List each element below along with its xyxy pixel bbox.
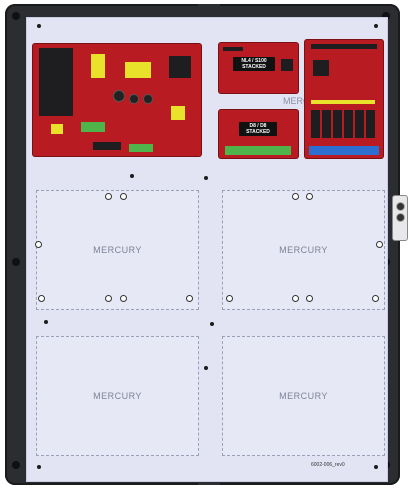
inductor [91,54,105,78]
standoff-hole-icon [292,295,299,302]
slot-label: MERCURY [279,391,328,401]
board-tag-line2: STACKED [242,64,266,70]
terminal-block [225,146,291,155]
capacitor-icon [143,94,153,104]
latch-screw-icon [396,202,405,211]
header [311,44,377,49]
board-tag-line1: D8 / D8 [249,123,267,129]
standoff-hole-icon [120,193,127,200]
mount-hole-icon [10,10,22,22]
relay [366,110,375,138]
fuse [51,124,63,134]
part-number: 6002-006_rev0 [311,462,345,468]
mercury-slot-bottom-left: MERCURY [36,336,199,456]
capacitor-icon [129,94,139,104]
screw-icon [374,24,378,28]
standoff-hole-icon [226,295,233,302]
screw-icon [37,465,41,469]
capacitor-icon [113,90,125,102]
relay [311,110,320,138]
standoff-hole-icon [105,295,112,302]
fuse [171,106,185,120]
relay [344,110,353,138]
relay [333,110,342,138]
slot-label: MERCURY [93,391,142,401]
transformer [39,48,73,116]
relay-output-board [305,40,383,158]
door-latch [392,195,408,241]
standoff-hole-icon [35,241,42,248]
relay [322,110,331,138]
standoff-hole-icon [120,295,127,302]
mercury-slot-top-right: MERCURY [222,190,385,310]
led-row [311,100,375,104]
screw-icon [130,174,134,178]
power-supply-board [33,44,201,156]
mercury-slot-bottom-right: MERCURY [222,336,385,456]
screw-icon [204,366,208,370]
mount-hole-icon [10,459,22,471]
standoff-hole-icon [306,295,313,302]
board-tag-line1: NL4 / S100 [241,58,267,64]
standoff-hole-icon [105,193,112,200]
standoff-hole-icon [372,295,379,302]
top-notch [198,4,220,16]
screw-icon [374,465,378,469]
standoff-hole-icon [306,193,313,200]
standoff-hole-icon [186,295,193,302]
header [223,47,243,51]
nl4-s100-board: NL4 / S100 STACKED [219,43,298,93]
screw-icon [37,24,41,28]
board-tag-line2: STACKED [246,129,270,135]
connector [313,60,329,76]
latch-screw-icon [396,213,405,222]
standoff-hole-icon [292,193,299,200]
board-tag: NL4 / S100 STACKED [233,57,275,71]
slot-label: MERCURY [93,245,142,255]
standoff-hole-icon [38,295,45,302]
slot-label: MERCURY [279,245,328,255]
relay [169,56,191,78]
relay [355,110,364,138]
connector [93,142,121,150]
standoff-hole-icon [376,241,383,248]
mount-hole-icon [10,256,22,268]
mercury-slot-top-left: MERCURY [36,190,199,310]
board-tag: D8 / D8 STACKED [239,122,277,136]
screw-icon [44,320,48,324]
connector [281,59,293,71]
screw-icon [210,322,214,326]
d8-d8-board: D8 / D8 STACKED [219,110,298,158]
screw-icon [204,176,208,180]
partial-slot-label: MERC [283,96,310,106]
terminal-block [81,122,105,132]
inductor [125,62,151,78]
terminal-block [129,144,153,152]
terminal-block [309,146,379,155]
